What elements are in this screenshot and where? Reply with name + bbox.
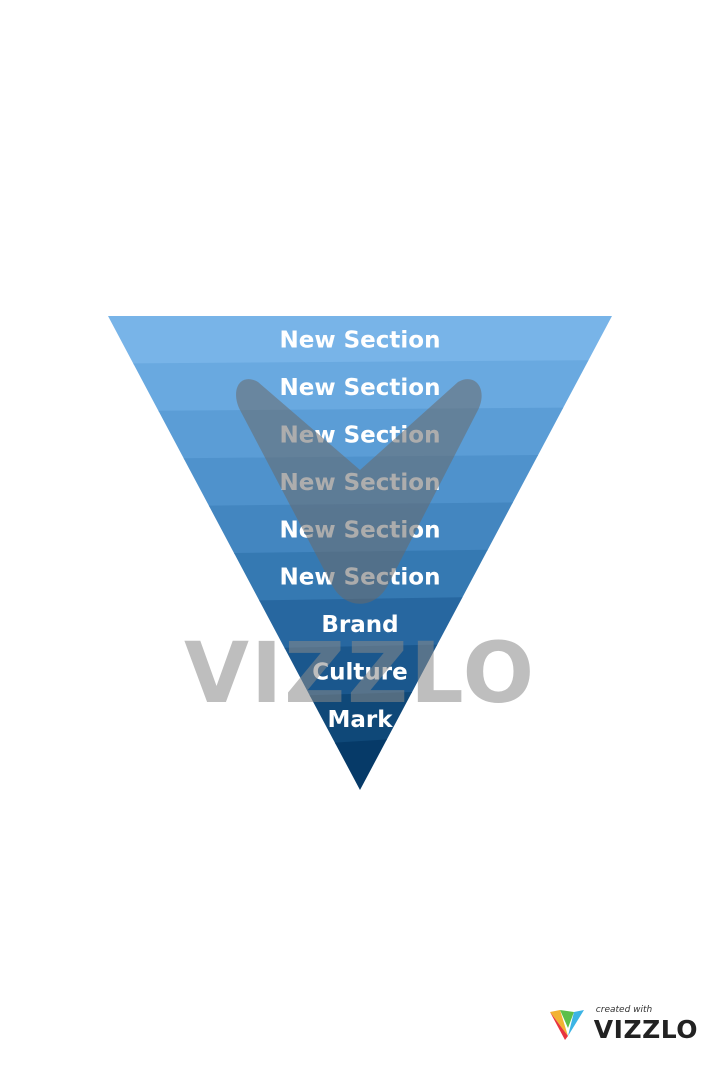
pyramid-layer-1[interactable] <box>108 316 612 365</box>
footer-created-with: created with <box>595 1005 653 1015</box>
watermark-v-icon <box>236 379 482 604</box>
vizzlo-watermark: VIZZLO <box>184 379 536 722</box>
footer-logo[interactable]: created with VIZZLO <box>548 1006 698 1042</box>
pyramid-layer-7[interactable] <box>259 597 463 649</box>
vizzlo-logo-icon <box>549 1010 584 1040</box>
pyramid-layer-label-7: Brand <box>321 612 398 638</box>
pyramid-layer-8[interactable] <box>284 644 438 697</box>
pyramid-layer-10[interactable] <box>334 739 387 790</box>
pyramid-layer-label-1: New Section <box>280 328 441 354</box>
pyramid-layer-label-2: New Section <box>280 375 441 401</box>
pyramid-layer-label-9: Mark <box>327 707 393 733</box>
watermark-text: VIZZLO <box>184 624 536 722</box>
pyramid-layer-label-8: Culture <box>312 660 407 686</box>
pyramid-layer-9[interactable] <box>309 692 413 744</box>
footer-brand: VIZZLO <box>593 1015 698 1044</box>
